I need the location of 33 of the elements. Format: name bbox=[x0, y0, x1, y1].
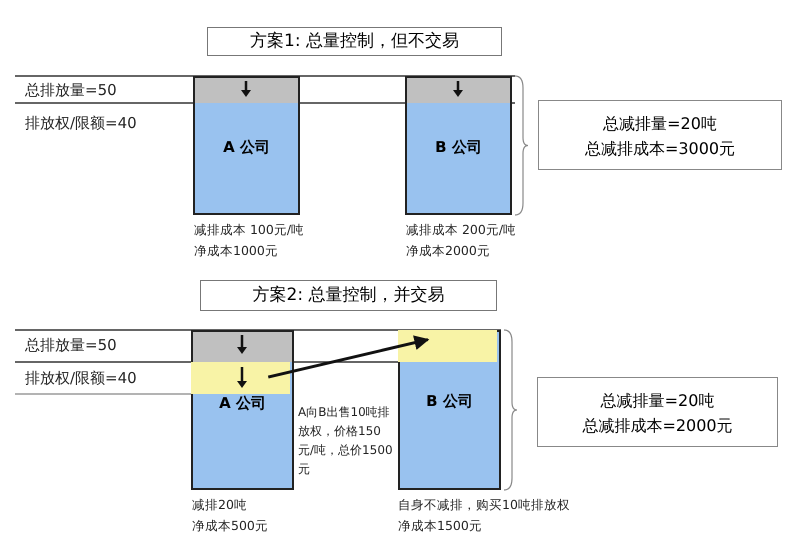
allowance-band bbox=[398, 330, 497, 362]
scheme-title: 方案1: 总量控制，但不交易 bbox=[249, 30, 460, 53]
scheme-title: 方案2: 总量控制，并交易 bbox=[252, 284, 446, 307]
cost-note: 减排成本 100元/吨 bbox=[194, 221, 304, 239]
company-column bbox=[191, 330, 294, 490]
company-column bbox=[398, 330, 501, 490]
company-name: B 公司 bbox=[434, 138, 483, 157]
arrow bbox=[268, 335, 430, 378]
cost-note: 净成本2000元 bbox=[406, 242, 490, 260]
cost-note: 净成本1500元 bbox=[398, 517, 482, 535]
company-column bbox=[405, 76, 512, 215]
title-box bbox=[207, 27, 502, 56]
summary-text: 总减排成本=3000元 bbox=[584, 138, 736, 160]
row-label: 总排放量=50 bbox=[25, 81, 117, 100]
allowance-band bbox=[191, 362, 290, 394]
cost-note: 自身不减排，购买10吨排放权 bbox=[398, 496, 570, 514]
summary-text: 总减排量=20吨 bbox=[600, 390, 716, 412]
summary-text: 总减排量=20吨 bbox=[602, 113, 718, 135]
row-label: 总排放量=50 bbox=[25, 336, 117, 355]
company-name: A 公司 bbox=[222, 138, 271, 157]
summary-text: 总减排成本=2000元 bbox=[581, 415, 734, 437]
company-name: A 公司 bbox=[218, 394, 267, 413]
cost-note: 净成本1000元 bbox=[194, 242, 278, 260]
row-label: 排放权/限额=40 bbox=[25, 369, 137, 388]
row-label: 排放权/限额=40 bbox=[25, 114, 137, 133]
title-box bbox=[200, 280, 497, 311]
cost-note: 减排20吨 bbox=[192, 496, 247, 514]
company-name: B 公司 bbox=[425, 392, 474, 411]
summary-box bbox=[537, 377, 778, 447]
cost-note: 减排成本 200元/吨 bbox=[406, 221, 516, 239]
summary-box bbox=[538, 100, 782, 170]
cost-note: 净成本500元 bbox=[192, 517, 268, 535]
company-column bbox=[193, 76, 300, 215]
